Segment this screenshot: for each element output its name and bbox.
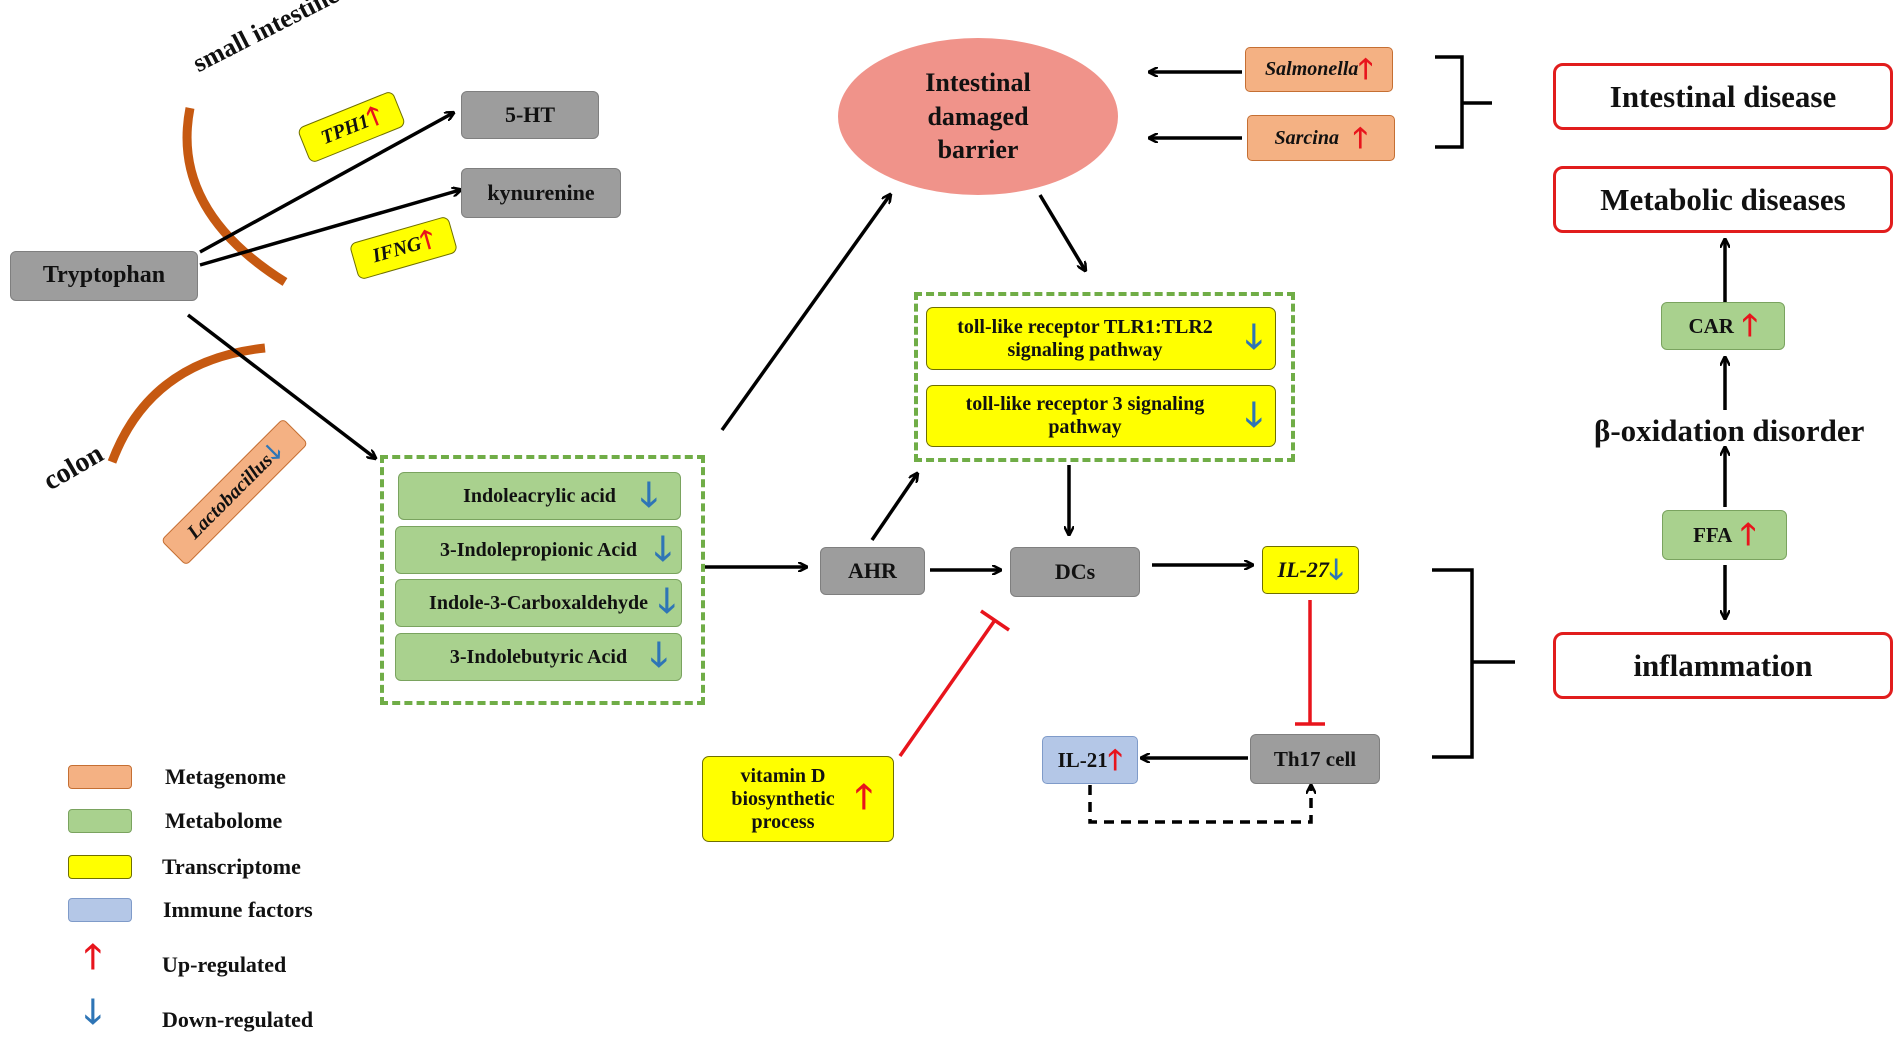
indoleacrylic-acid-label: Indoleacrylic acid — [463, 484, 616, 507]
barrier-label: Intestinal damaged barrier — [925, 67, 1031, 165]
up-arrow-icon: 🡑 — [1740, 516, 1756, 552]
brace-top — [1435, 55, 1492, 149]
indolepropionic-acid-label: 3-Indolepropionic Acid — [440, 538, 637, 561]
arrow-indoles-barrier — [720, 195, 890, 432]
intestinal-disease-node: Intestinal disease — [1553, 63, 1893, 130]
up-arrow-icon: 🡑 — [855, 777, 873, 817]
colon-arc — [107, 343, 266, 464]
legend-label-down: Down-regulated — [162, 1007, 314, 1032]
indolebutyric-acid-node: 3-Indolebutyric Acid — [395, 633, 682, 681]
down-arrow-icon: 🡓 — [654, 529, 672, 569]
indole-3-carboxaldehyde-label: Indole-3-Carboxaldehyde — [429, 591, 648, 614]
indole-metabolites-box — [380, 455, 705, 705]
up-arrow-icon: 🡑 — [84, 937, 102, 977]
down-arrow-icon: 🡓 — [1245, 317, 1263, 357]
down-arrow-icon: 🡓 — [84, 992, 102, 1032]
car-label: CAR — [1688, 313, 1734, 338]
tlr3-label: toll-like receptor 3 signaling pathway — [965, 393, 1205, 438]
indolebutyric-acid-label: 3-Indolebutyric Acid — [449, 645, 628, 668]
tlr1-tlr2-label: toll-like receptor TLR1:TLR2 signaling p… — [957, 315, 1213, 361]
indoleacrylic-acid-node: Indoleacrylic acid — [398, 472, 681, 520]
kynurenine-node: kynurenine — [461, 168, 621, 218]
arrow-ahr-tlr — [870, 474, 917, 541]
salmonella-node: Salmonella 🡑 — [1245, 47, 1393, 92]
sarcina-node: Sarcina 🡑 — [1247, 115, 1395, 161]
th17-node: Th17 cell — [1250, 734, 1380, 784]
intestinal-damaged-barrier-node: Intestinal damaged barrier — [838, 38, 1118, 195]
legend-label-transcriptome: Transcriptome — [162, 854, 301, 879]
legend-label-immune: Immune factors — [163, 897, 313, 922]
tlr1-tlr2-pathway-node: toll-like receptor TLR1:TLR2 signaling p… — [926, 307, 1276, 370]
arrow-barrier-tlr — [1038, 194, 1085, 270]
small-intestine-arc — [182, 107, 288, 286]
metabolic-diseases-node: Metabolic diseases — [1553, 166, 1893, 233]
inhibit-vitd-dcs — [898, 618, 997, 758]
ifng-label: IFNG — [369, 231, 424, 267]
car-node: CAR 🡑 — [1661, 302, 1785, 350]
tlr-pathways-box — [914, 292, 1295, 462]
arrow-trp-5ht — [199, 113, 453, 254]
arrow-trp-kyn — [199, 190, 460, 267]
tryptophan-node: Tryptophan — [10, 251, 198, 301]
legend-label-up: Up-regulated — [162, 952, 287, 977]
arrow-il21-th17-dashed — [1088, 785, 1311, 824]
indolepropionic-acid-node: 3-Indolepropionic Acid — [395, 526, 682, 574]
sarcina-label: Sarcina — [1274, 126, 1339, 149]
inflammation-node: inflammation — [1553, 632, 1893, 699]
ahr-node: AHR — [820, 547, 925, 595]
down-arrow-icon: 🡓 — [658, 581, 676, 621]
5ht-node: 5-HT — [461, 91, 599, 139]
indole-3-carboxaldehyde-node: Indole-3-Carboxaldehyde — [395, 579, 682, 627]
legend-label-metagenome: Metagenome — [165, 764, 286, 789]
down-arrow-icon: 🡓 — [650, 635, 668, 675]
salmonella-label: Salmonella — [1265, 58, 1359, 80]
legend-swatch-immune — [68, 898, 132, 922]
legend-label-metabolome: Metabolome — [165, 808, 283, 833]
il21-label: IL-21 — [1057, 747, 1108, 772]
vitamin-d-label: vitamin D biosynthetic process — [731, 764, 835, 833]
down-arrow-icon: 🡓 — [1328, 552, 1344, 586]
legend-swatch-metabolome — [68, 809, 132, 833]
vitamin-d-node: vitamin D biosynthetic process — [702, 756, 894, 842]
up-arrow-icon: 🡑 — [1741, 307, 1758, 343]
tlr3-pathway-node: toll-like receptor 3 signaling pathway — [926, 385, 1276, 447]
dcs-node: DCs — [1010, 547, 1140, 597]
inhibit-vitd-dcs-bar — [980, 609, 1010, 632]
il27-node: IL-27 🡓 — [1262, 546, 1359, 594]
down-arrow-icon: 🡓 — [1245, 395, 1263, 435]
il27-label: IL-27 — [1277, 557, 1329, 583]
brace-bottom — [1432, 568, 1515, 759]
il21-node: IL-21 🡑 — [1042, 736, 1138, 784]
legend-swatch-metagenome — [68, 765, 132, 789]
legend-swatch-transcriptome — [68, 855, 132, 879]
ffa-node: FFA 🡑 — [1662, 510, 1787, 560]
ffa-label: FFA — [1693, 522, 1733, 547]
arrow-trp-indoles — [186, 313, 375, 458]
up-arrow-icon: 🡑 — [1107, 742, 1123, 776]
up-arrow-icon: 🡑 — [1358, 52, 1373, 86]
beta-oxidation-label: β-oxidation disorder — [1594, 413, 1865, 448]
down-arrow-icon: 🡓 — [640, 475, 658, 515]
up-arrow-icon: 🡑 — [1352, 120, 1368, 154]
